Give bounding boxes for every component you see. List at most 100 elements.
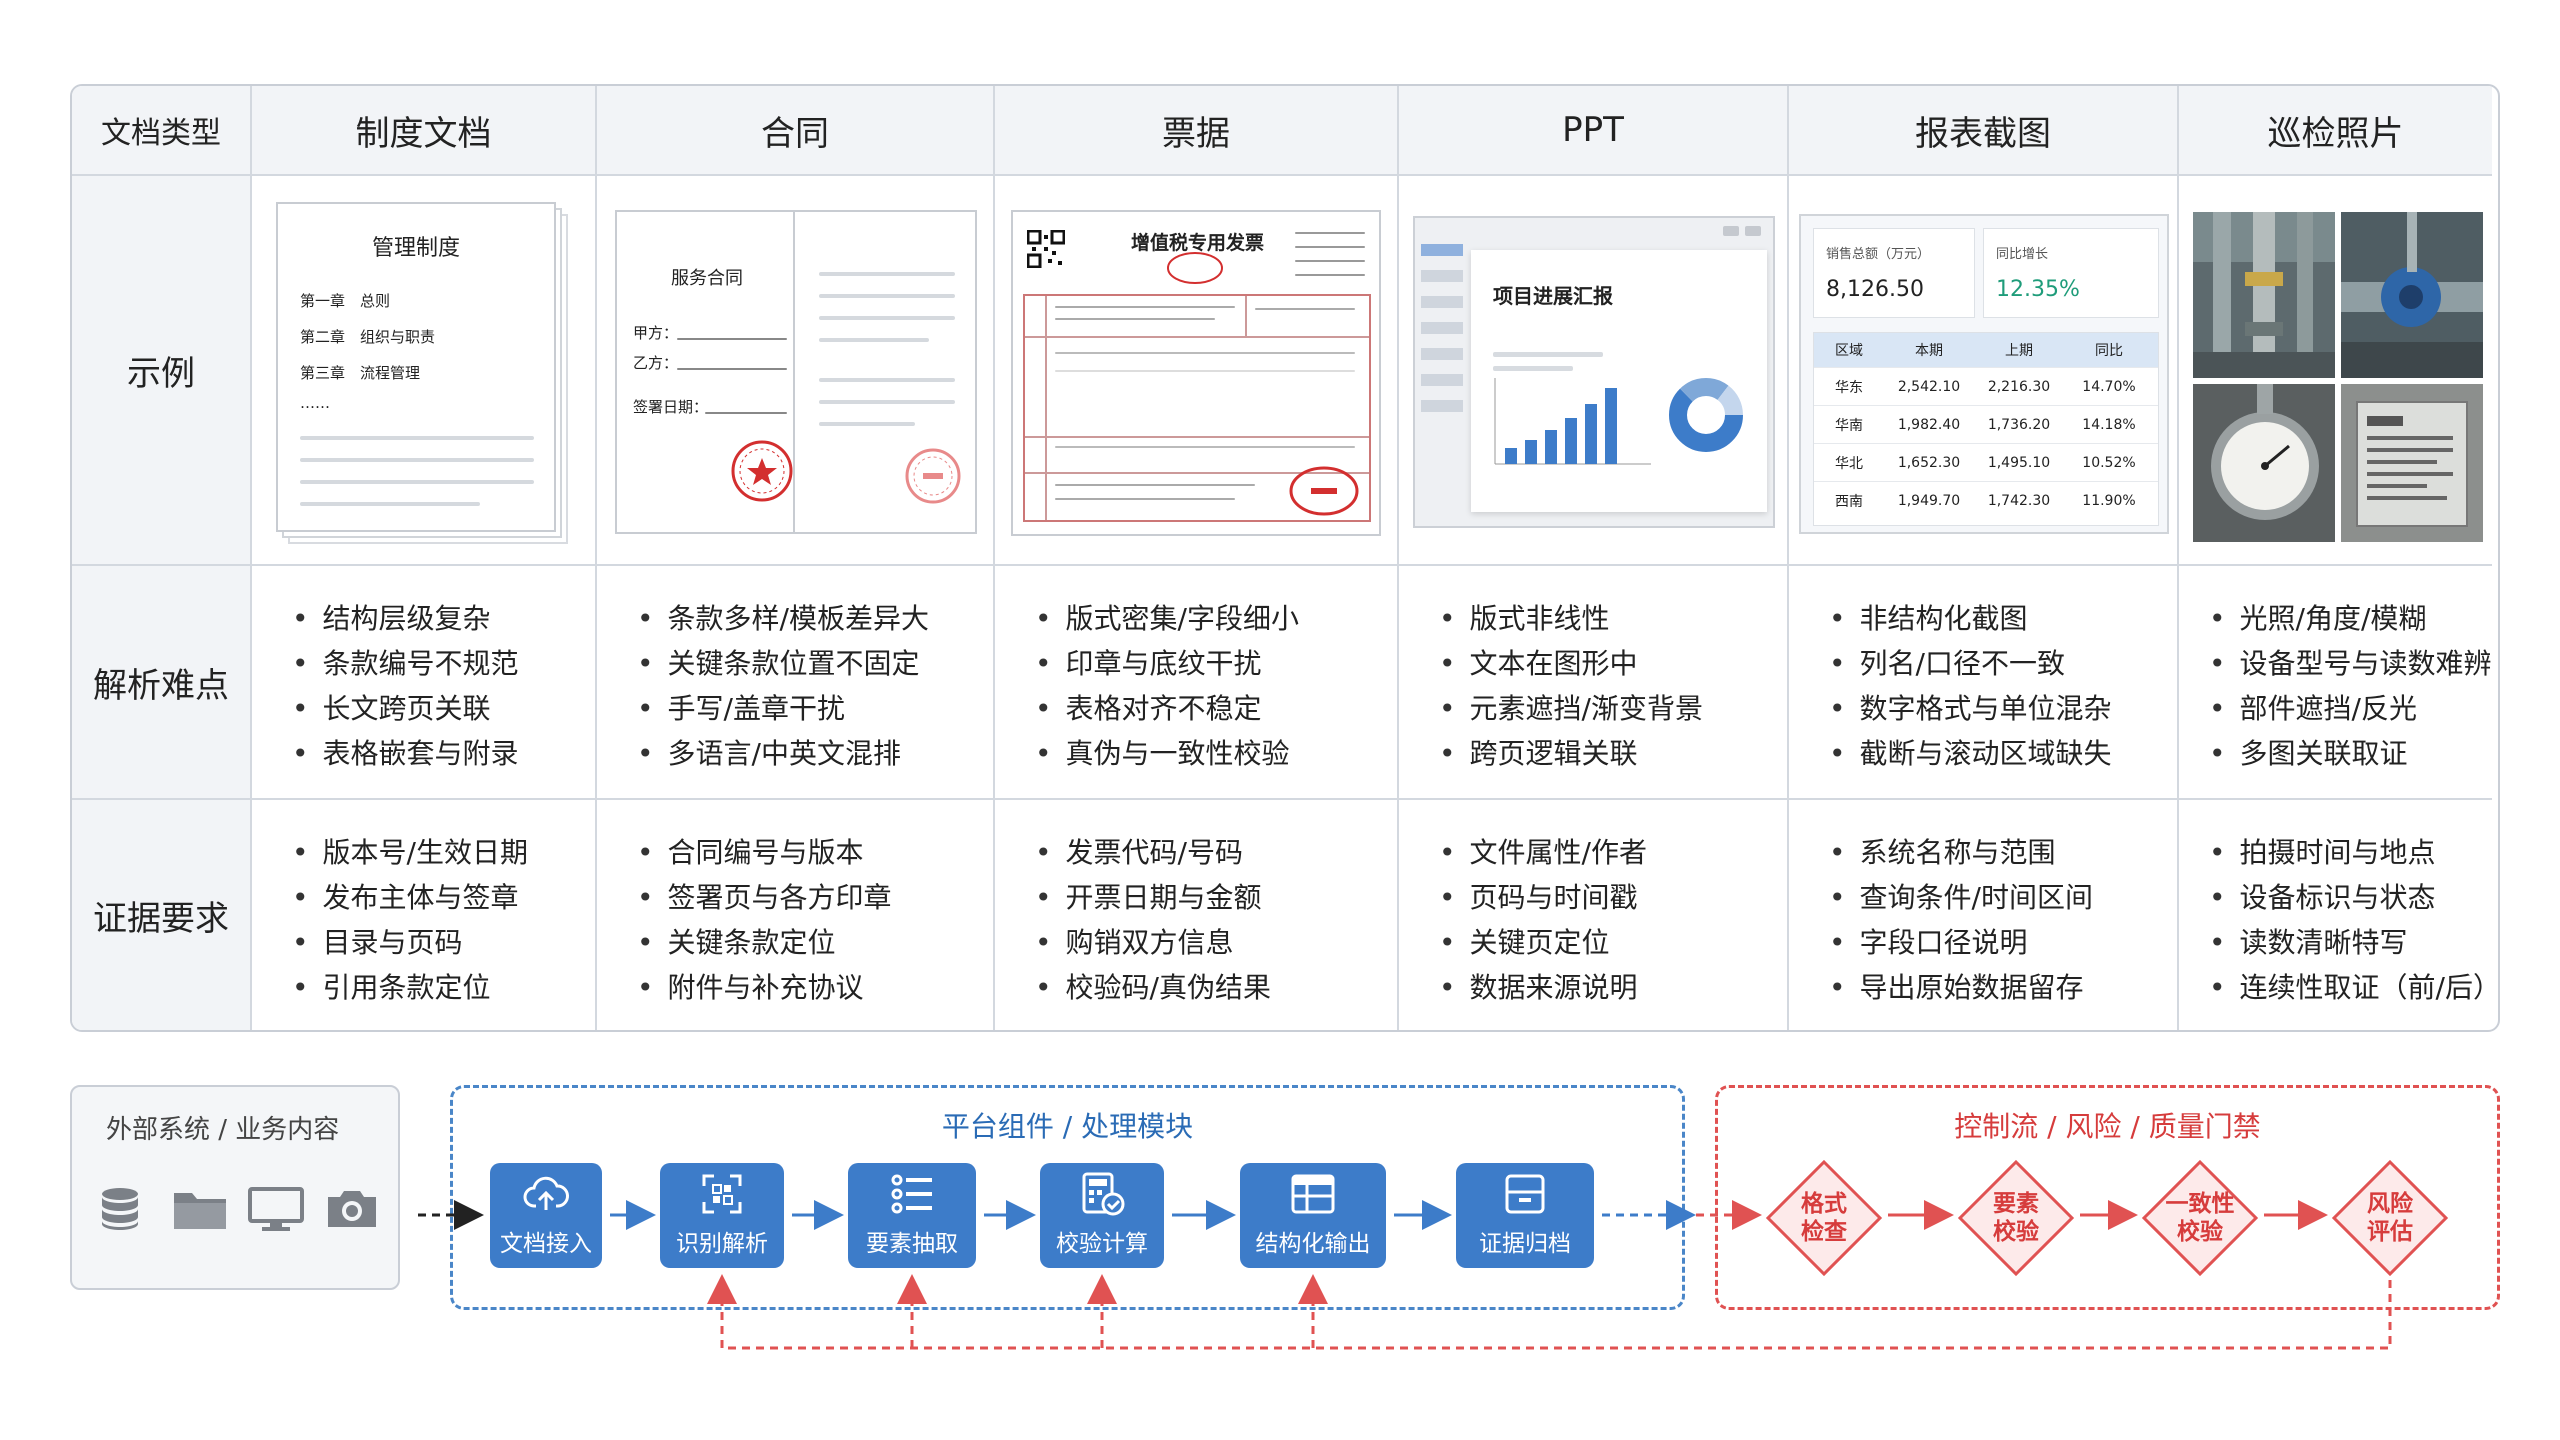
difficulty-inspection: 光照/角度/模糊设备型号与读数难辨部件遮挡/反光多图关联取证 xyxy=(2179,566,2492,800)
difficulty-policy: 结构层级复杂条款编号不规范长文跨页关联表格嵌套与附录 xyxy=(252,566,597,800)
col-header-invoice: 票据 xyxy=(995,86,1399,176)
gate-format-check: 格式检查 xyxy=(1764,1158,1884,1278)
module-label: 结构化输出 xyxy=(1255,1231,1371,1257)
list-item: 关键条款定位 xyxy=(637,920,993,965)
module-label: 校验计算 xyxy=(1056,1231,1148,1257)
list-item: 结构层级复杂 xyxy=(292,596,595,641)
report-cell: 1,736.20 xyxy=(1987,416,2051,433)
report-header-cell: 本期 xyxy=(1915,343,1943,359)
list-item: 目录与页码 xyxy=(292,920,595,965)
list-item: 表格对齐不稳定 xyxy=(1035,686,1397,731)
kpi-sales-value: 8,126.50 xyxy=(1826,277,1924,302)
list-item: 截断与滚动区域缺失 xyxy=(1829,731,2177,776)
evidence-inspection: 拍摄时间与地点设备标识与状态读数清晰特写连续性取证（前/后） xyxy=(2179,800,2498,1030)
list-item: 文件属性/作者 xyxy=(1439,830,1787,875)
gate-line: 一致性 xyxy=(2165,1191,2235,1217)
calc-check-icon xyxy=(1082,1172,1125,1216)
list-item: 发布主体与签章 xyxy=(292,875,595,920)
kpi-growth-label: 同比增长 xyxy=(1996,247,2049,262)
list-item: 设备标识与状态 xyxy=(2209,875,2492,920)
list-item: 连续性取证（前/后） xyxy=(2209,965,2498,1010)
list-item: 部件遮挡/反光 xyxy=(2209,686,2492,731)
platform-title: 平台组件 / 处理模块 xyxy=(941,1110,1194,1143)
gate-line: 校验 xyxy=(2177,1219,2223,1245)
list-item: 多语言/中英文混排 xyxy=(637,731,993,776)
qr-code-icon xyxy=(1027,230,1065,268)
ppt-slide: 项目进展汇报 xyxy=(1471,250,1767,512)
list-item: 文本在图形中 xyxy=(1439,641,1787,686)
archive-icon xyxy=(1505,1174,1545,1214)
module-extraction: 要素抽取 xyxy=(848,1163,976,1268)
col-header-ppt: PPT xyxy=(1399,86,1789,176)
list-item: 元素遮挡/渐变背景 xyxy=(1439,686,1787,731)
party-a-label: 甲方： xyxy=(633,324,679,342)
example-contract: 服务合同 甲方： 乙方： 签署日期： xyxy=(597,176,995,566)
col-header-report: 报表截图 xyxy=(1789,86,2179,176)
party-b-label: 乙方： xyxy=(633,354,679,372)
table-icon xyxy=(1291,1174,1335,1214)
list-item: 关键条款位置不固定 xyxy=(637,641,993,686)
list-item: 导出原始数据留存 xyxy=(1829,965,2177,1010)
list-item: 光照/角度/模糊 xyxy=(2209,596,2492,641)
col-header-inspection: 巡检照片 xyxy=(2179,86,2492,176)
report-cell: 1,982.40 xyxy=(1897,416,1961,433)
control-title: 控制流 / 风险 / 质量门禁 xyxy=(1954,1110,2261,1143)
list-item: 手写/盖章干扰 xyxy=(637,686,993,731)
list-item: 列名/口径不一致 xyxy=(1829,641,2177,686)
invoice-seal-icon xyxy=(1289,466,1359,516)
monitor-icon xyxy=(248,1185,304,1233)
policy-line: …… xyxy=(300,394,330,412)
list-item: 版式非线性 xyxy=(1439,596,1787,641)
example-ppt: 项目进展汇报 xyxy=(1399,176,1789,566)
report-cell: 10.52% xyxy=(2082,454,2136,471)
nameplate-photo xyxy=(2341,384,2483,542)
report-cell: 华南 xyxy=(1835,417,1863,434)
list-item: 数据来源说明 xyxy=(1439,965,1787,1010)
policy-line: 第二章 组织与职责 xyxy=(300,328,436,346)
list-item: 页码与时间戳 xyxy=(1439,875,1787,920)
list-item: 发票代码/号码 xyxy=(1035,830,1397,875)
list-item: 真伪与一致性校验 xyxy=(1035,731,1397,776)
gate-consistency-check: 一致性校验 xyxy=(2140,1158,2260,1278)
list-item: 条款多样/模板差异大 xyxy=(637,596,993,641)
list-item: 字段口径说明 xyxy=(1829,920,2177,965)
col-header-policy: 制度文档 xyxy=(252,86,597,176)
example-report: 销售总额（万元） 8,126.50 同比增长 12.35% 区域本期上期同比华东… xyxy=(1789,176,2179,566)
list-item: 印章与底纹干扰 xyxy=(1035,641,1397,686)
report-header-cell: 上期 xyxy=(2005,343,2033,359)
document-type-table: 文档类型 制度文档 合同 票据 PPT 报表截图 巡检照片 示例 管理制度 第一… xyxy=(70,84,2500,1032)
list-item: 版式密集/字段细小 xyxy=(1035,596,1397,641)
invoice-title: 增值税专用发票 xyxy=(1131,232,1265,254)
scan-icon xyxy=(702,1174,742,1214)
evidence-invoice: 发票代码/号码开票日期与金额购销双方信息校验码/真伪结果 xyxy=(995,800,1399,1030)
report-header-cell: 同比 xyxy=(2095,343,2123,359)
module-label: 识别解析 xyxy=(676,1231,768,1257)
valve-photo xyxy=(2341,212,2483,378)
report-cell: 华北 xyxy=(1835,455,1863,472)
list-item: 设备型号与读数难辨 xyxy=(2209,641,2492,686)
list-item: 开票日期与金额 xyxy=(1035,875,1397,920)
gate-risk-assessment: 风险评估 xyxy=(2330,1158,2450,1278)
policy-line: 第三章 流程管理 xyxy=(300,364,421,382)
evidence-ppt: 文件属性/作者页码与时间戳关键页定位数据来源说明 xyxy=(1399,800,1789,1030)
difficulty-report: 非结构化截图列名/口径不一致数字格式与单位混杂截断与滚动区域缺失 xyxy=(1789,566,2179,800)
ppt-bar-chart xyxy=(1494,378,1651,465)
kpi-growth-value: 12.35% xyxy=(1996,277,2080,302)
invoice-page: 增值税专用发票 xyxy=(1011,210,1381,536)
report-header-cell: 区域 xyxy=(1835,343,1863,359)
example-policy: 管理制度 第一章 总则 第二章 组织与职责 第三章 流程管理 …… xyxy=(252,176,597,566)
module-structured-output: 结构化输出 xyxy=(1240,1163,1386,1268)
row-label-difficulty: 解析难点 xyxy=(72,566,252,800)
kpi-sales-label: 销售总额（万元） xyxy=(1826,247,1931,262)
list-item: 版本号/生效日期 xyxy=(292,830,595,875)
report-cell: 11.90% xyxy=(2082,492,2136,509)
list-item: 条款编号不规范 xyxy=(292,641,595,686)
module-validation: 校验计算 xyxy=(1040,1163,1164,1268)
module-evidence-archive: 证据归档 xyxy=(1456,1163,1594,1268)
difficulty-ppt: 版式非线性文本在图形中元素遮挡/渐变背景跨页逻辑关联 xyxy=(1399,566,1789,800)
list-item: 系统名称与范围 xyxy=(1829,830,2177,875)
report-cell: 1,949.70 xyxy=(1897,492,1961,509)
col-header-contract: 合同 xyxy=(597,86,995,176)
camera-icon xyxy=(324,1185,376,1233)
policy-page: 管理制度 第一章 总则 第二章 组织与职责 第三章 流程管理 …… xyxy=(276,202,556,532)
